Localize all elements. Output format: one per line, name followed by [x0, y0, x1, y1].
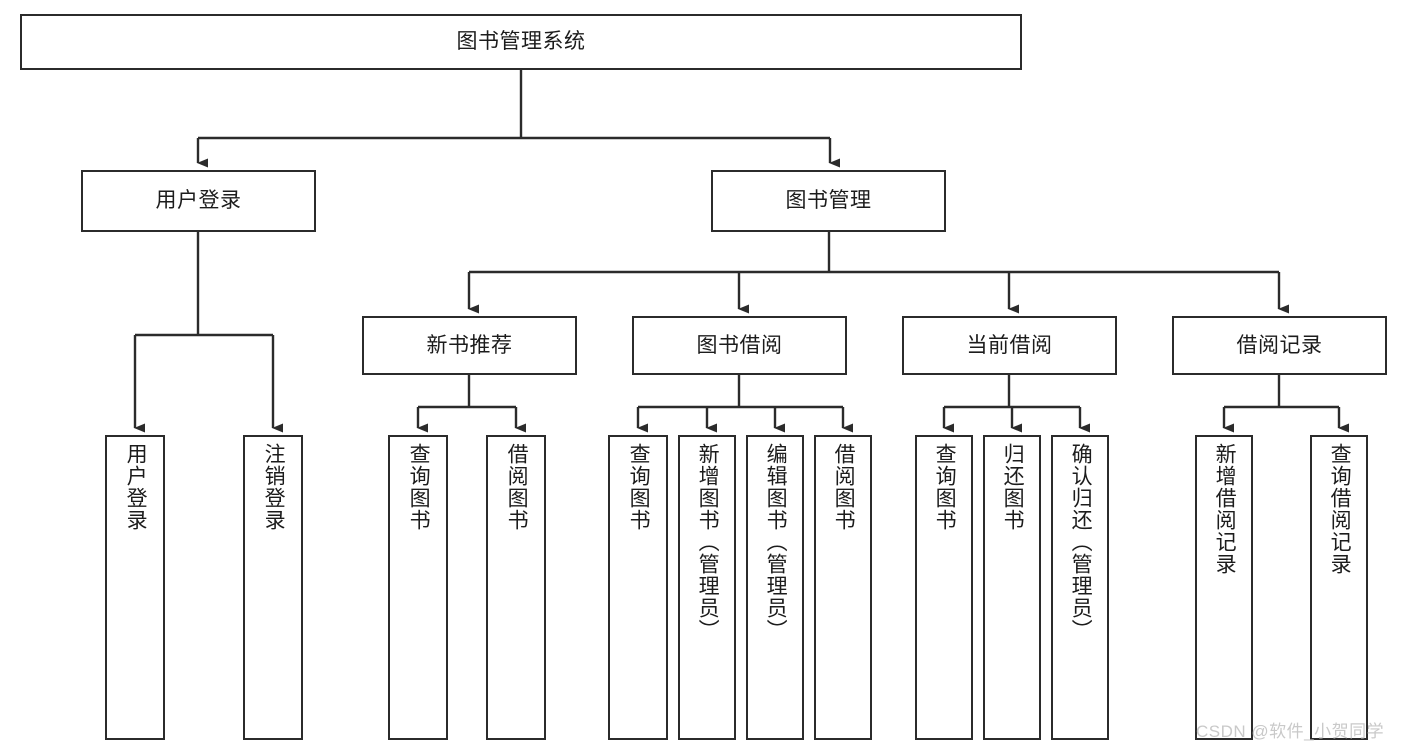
node-leaf-label: 查询图书 — [627, 443, 651, 531]
node-leaf[interactable]: 查询图书 — [608, 435, 668, 740]
node-leaf[interactable]: 注销登录 — [243, 435, 303, 740]
node-leaf[interactable]: 确认归还（管理员） — [1051, 435, 1109, 740]
node-leaf[interactable]: 用户登录 — [105, 435, 165, 740]
node-leaf-label: 借阅图书 — [832, 443, 856, 531]
node-leaf-label: 确认归还（管理员） — [1069, 443, 1093, 641]
node-leaf-label: 归还图书 — [1001, 443, 1025, 531]
node-root-system[interactable]: 图书管理系统 — [20, 14, 1022, 70]
node-leaf[interactable]: 编辑图书（管理员） — [746, 435, 804, 740]
node-user-login-label: 用户登录 — [155, 189, 242, 213]
node-leaf[interactable]: 归还图书 — [983, 435, 1041, 740]
node-leaf-label: 编辑图书（管理员） — [764, 443, 788, 641]
node-root-label: 图书管理系统 — [456, 30, 586, 54]
node-leaf[interactable]: 查询图书 — [915, 435, 973, 740]
node-leaf[interactable]: 新增图书（管理员） — [678, 435, 736, 740]
node-book-management-label: 图书管理 — [785, 189, 872, 213]
node-leaf[interactable]: 查询图书 — [388, 435, 448, 740]
node-borrowing-records[interactable]: 借阅记录 — [1172, 316, 1387, 375]
node-leaf-label: 新增图书（管理员） — [696, 443, 720, 641]
node-book-borrowing-label: 图书借阅 — [696, 333, 783, 357]
node-borrowing-records-label: 借阅记录 — [1236, 333, 1323, 357]
node-new-book-recommendation[interactable]: 新书推荐 — [362, 316, 577, 375]
node-leaf-label: 新增借阅记录 — [1213, 443, 1237, 575]
node-leaf-label: 查询图书 — [407, 443, 431, 531]
node-book-borrowing[interactable]: 图书借阅 — [632, 316, 847, 375]
node-leaf-label: 查询图书 — [933, 443, 957, 531]
node-leaf-label: 用户登录 — [124, 443, 148, 531]
node-book-management[interactable]: 图书管理 — [711, 170, 946, 232]
node-leaf-label: 借阅图书 — [505, 443, 529, 531]
node-leaf[interactable]: 新增借阅记录 — [1195, 435, 1253, 740]
node-leaf-label: 查询借阅记录 — [1328, 443, 1352, 575]
node-leaf[interactable]: 查询借阅记录 — [1310, 435, 1368, 740]
node-user-login[interactable]: 用户登录 — [81, 170, 316, 232]
node-new-book-recommendation-label: 新书推荐 — [426, 333, 513, 357]
node-leaf[interactable]: 借阅图书 — [814, 435, 872, 740]
node-current-borrowing-label: 当前借阅 — [966, 333, 1053, 357]
node-leaf[interactable]: 借阅图书 — [486, 435, 546, 740]
node-leaf-label: 注销登录 — [262, 443, 286, 531]
node-current-borrowing[interactable]: 当前借阅 — [902, 316, 1117, 375]
